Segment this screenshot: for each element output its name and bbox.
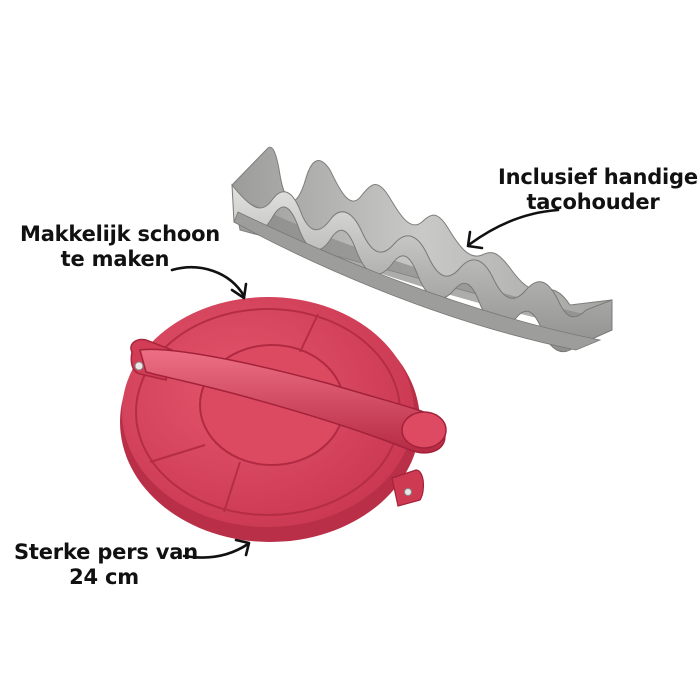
taco-holder-front-wall: [231, 183, 613, 352]
press-lever-handle: [139, 348, 446, 454]
tortilla-press: [120, 297, 447, 542]
callout-taco-holder-line2: tacohouder: [526, 190, 660, 214]
arrow-clean: [170, 266, 248, 300]
press-latch-right: [391, 469, 425, 507]
callout-strong-press-line2: 24 cm: [69, 565, 139, 589]
callout-easy-clean-line1: Makkelijk schoon: [20, 222, 221, 246]
arrow-press: [182, 538, 251, 559]
taco-holder: [231, 146, 613, 352]
taco-holder-back-wall: [231, 146, 613, 331]
callout-taco-holder-line1: Inclusief handige: [498, 165, 698, 189]
press-rib: [149, 444, 206, 463]
callout-strong-press: Sterke pers van 24 cm: [14, 540, 198, 590]
arrow-holder: [466, 208, 560, 250]
press-rib: [299, 313, 319, 353]
press-rib: [223, 461, 241, 513]
callout-easy-clean: Makkelijk schoon te maken: [20, 222, 221, 272]
taco-holder-base: [233, 211, 602, 351]
callout-taco-holder: Inclusief handige tacohouder: [498, 165, 698, 215]
press-hinge-bolt: [134, 361, 144, 371]
callout-strong-press-line1: Sterke pers van: [14, 540, 198, 564]
press-latch-bolt: [404, 488, 412, 496]
press-handle-knob: [401, 411, 447, 449]
callout-easy-clean-line2: te maken: [60, 247, 170, 271]
